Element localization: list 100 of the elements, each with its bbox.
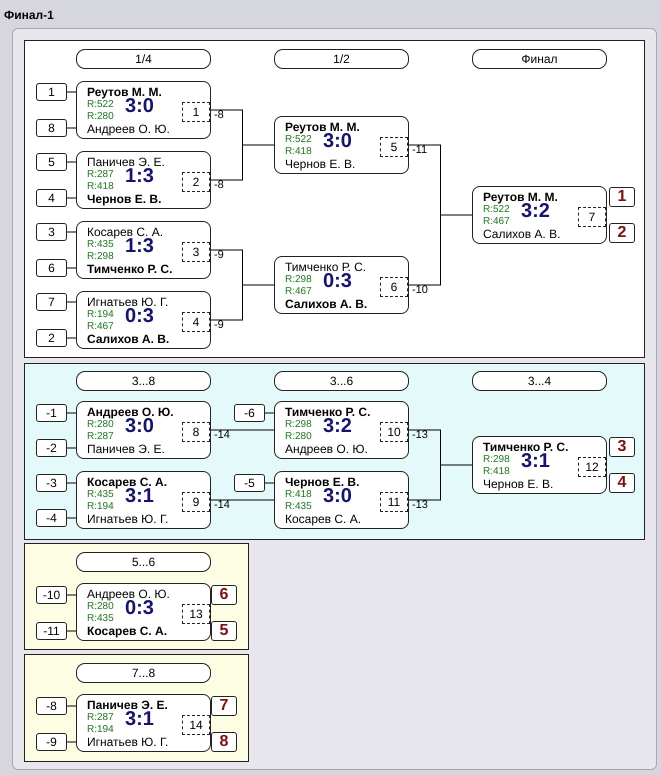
place-number: 4: [609, 473, 635, 493]
place-number: 2: [609, 223, 635, 243]
rating-text: R:280: [87, 111, 114, 122]
match-card: [274, 471, 409, 529]
seed-number: -10: [36, 586, 67, 604]
match-number: 6: [380, 277, 408, 297]
seed-number: -6: [234, 404, 265, 422]
match-number: 4: [182, 312, 210, 332]
seed-number: 3: [36, 223, 67, 241]
match-number: 5: [380, 137, 408, 157]
player-name: Чернов Е. В.: [87, 192, 162, 206]
player-name: Косарев С. А.: [87, 624, 168, 638]
rating-text: R:435: [87, 613, 114, 624]
match-card: [472, 186, 607, 244]
player-name: Игнатьев Ю. Г.: [87, 735, 168, 749]
match-card: [274, 401, 409, 459]
seed-number: -9: [36, 733, 67, 751]
rating-text: R:418: [285, 489, 312, 500]
match-number: 8: [182, 422, 210, 442]
drop-label: -14: [214, 499, 230, 511]
match-number: 3: [182, 242, 210, 262]
seed-number: -1: [36, 404, 67, 422]
match-number: 13: [182, 604, 210, 624]
rating-text: R:435: [87, 239, 114, 250]
match-number: 14: [182, 715, 210, 735]
player-name: Косарев С. А.: [285, 512, 362, 526]
rating-text: R:298: [285, 419, 312, 430]
player-name: Чернов Е. В.: [483, 477, 554, 491]
rating-text: R:280: [87, 419, 114, 430]
rating-text: R:522: [285, 134, 312, 145]
match-card: [76, 81, 211, 139]
rating-text: R:467: [285, 286, 312, 297]
round-header: 1/2: [274, 49, 409, 69]
place-number: 3: [609, 437, 635, 457]
bracket-panel: [24, 543, 249, 650]
match-number: 11: [380, 492, 408, 512]
match-number: 1: [182, 102, 210, 122]
match-number: 10: [380, 422, 408, 442]
seed-number: -5: [234, 474, 265, 492]
place-number: 7: [211, 696, 237, 716]
seed-number: 5: [36, 153, 67, 171]
rating-text: R:435: [87, 489, 114, 500]
title-text: Финал-1: [4, 8, 54, 22]
place-number: 1: [609, 187, 635, 207]
seed-number: -11: [36, 622, 67, 640]
player-name: Чернов Е. В.: [285, 157, 356, 171]
match-card: [274, 256, 409, 314]
seed-number: -2: [36, 439, 67, 457]
player-name: Салихов А. В.: [87, 332, 170, 346]
match-number: 9: [182, 492, 210, 512]
seed-number: 4: [36, 189, 67, 207]
player-name: Салихов А. В.: [285, 297, 368, 311]
match-card: [76, 471, 211, 529]
bracket-panel: [24, 363, 645, 540]
rating-text: R:194: [87, 501, 114, 512]
rating-text: R:418: [87, 181, 114, 192]
player-name: Андреев О. Ю.: [87, 122, 170, 136]
connector-line: [264, 412, 274, 414]
connector-line: [66, 482, 76, 484]
connector-line: [408, 464, 472, 500]
rating-text: R:280: [285, 431, 312, 442]
connector-line: [210, 284, 274, 320]
rating-text: R:194: [87, 724, 114, 735]
player-name: Паничев Э. Е.: [87, 442, 165, 456]
player-name: Игнатьев Ю. Г.: [87, 512, 168, 526]
rating-text: R:522: [483, 204, 510, 215]
player-name: Андреев О. Ю.: [285, 442, 368, 456]
drop-label: -13: [412, 429, 428, 441]
round-header: 3...6: [274, 371, 409, 391]
round-header: Финал: [472, 49, 607, 69]
match-card: [76, 401, 211, 459]
rating-text: R:287: [87, 712, 114, 723]
connector-line: [210, 144, 274, 180]
rating-text: R:418: [483, 466, 510, 477]
match-card: [76, 291, 211, 349]
match-card: [76, 694, 211, 752]
rating-text: R:435: [285, 501, 312, 512]
rating-text: R:287: [87, 431, 114, 442]
drop-label: -8: [214, 109, 224, 121]
rating-text: R:287: [87, 169, 114, 180]
drop-label: -13: [412, 499, 428, 511]
seed-number: -4: [36, 509, 67, 527]
player-name: Салихов А. В.: [483, 227, 560, 241]
connector-line: [66, 630, 76, 632]
rating-text: R:194: [87, 309, 114, 320]
player-name: Тимченко Р. С.: [87, 262, 172, 276]
drop-label: -14: [214, 429, 230, 441]
match-number: 2: [182, 172, 210, 192]
bracket-panel: [24, 40, 645, 358]
round-header: 3...4: [472, 371, 607, 391]
drop-label: -10: [412, 284, 428, 296]
drop-label: -9: [214, 319, 224, 331]
match-number: 7: [578, 207, 606, 227]
rating-text: R:298: [483, 454, 510, 465]
drop-label: -8: [214, 179, 224, 191]
seed-number: 1: [36, 83, 67, 101]
seed-number: 6: [36, 259, 67, 277]
bracket-panel: [24, 654, 249, 762]
rating-text: R:467: [483, 216, 510, 227]
place-number: 6: [211, 585, 237, 605]
